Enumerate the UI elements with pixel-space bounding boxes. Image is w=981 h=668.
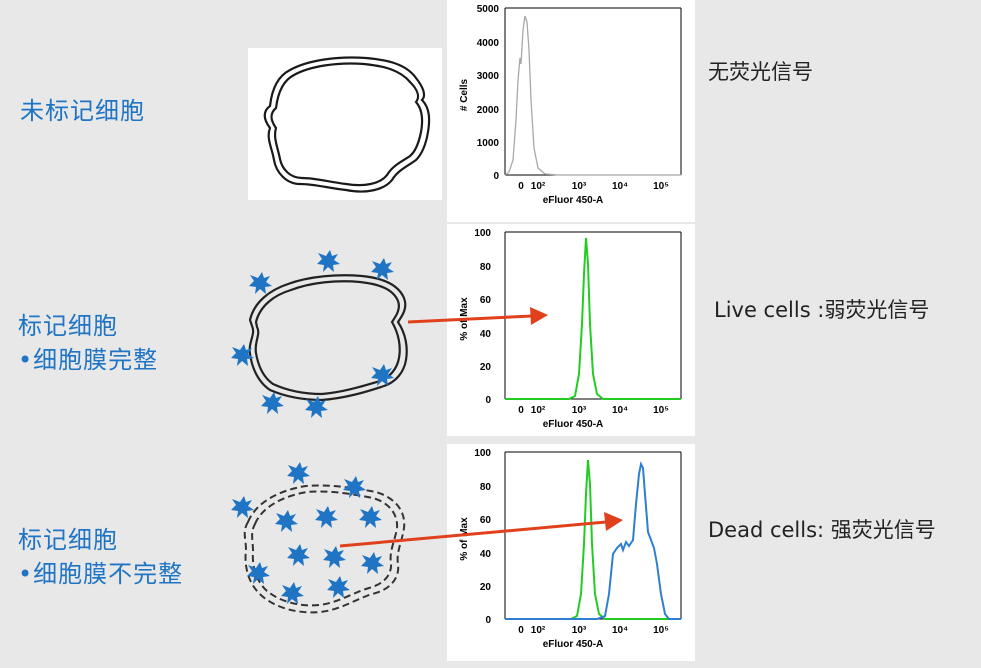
x-tick-label: 10² (531, 625, 546, 636)
cell-membrane-drawing (263, 56, 431, 193)
histogram-unstained: 0 1000 2000 3000 4000 5000 # Cells 0 10²… (447, 0, 695, 222)
live-cells-histogram-curve (505, 237, 681, 400)
x-tick-label: 10⁴ (612, 181, 628, 192)
result-live-cells: Live cells :弱荧光信号 (714, 298, 930, 322)
x-tick-label: 10² (531, 181, 546, 192)
x-tick-label: 10³ (572, 405, 587, 416)
y-tick-label: 2000 (477, 105, 500, 116)
y-tick-label: 60 (480, 295, 492, 306)
y-tick-label: 60 (480, 515, 492, 526)
x-axis-label: eFluor 450-A (543, 419, 604, 430)
x-tick-label: 0 (518, 405, 524, 416)
unstained-cell-image (248, 48, 442, 200)
histogram-dead-cells: 0 20 40 60 80 100 % of Max 0 10² 10³ 10⁴… (447, 444, 695, 661)
label-line: •细胞膜不完整 (18, 560, 184, 588)
y-tick-label: 80 (480, 482, 492, 493)
label-unstained-cells: 未标记细胞 (20, 94, 145, 128)
dye-particles (231, 250, 394, 418)
x-tick-label: 10⁴ (612, 625, 628, 636)
x-tick-label: 0 (518, 625, 524, 636)
y-tick-label: 20 (480, 362, 492, 373)
x-tick-label: 0 (518, 181, 524, 192)
y-tick-label: 0 (485, 395, 491, 406)
x-tick-label: 10² (531, 405, 546, 416)
dead-cells-histogram-curve (505, 460, 681, 620)
histogram-live-cells: 0 20 40 60 80 100 % of Max 0 10² 10³ 10⁴… (447, 224, 695, 436)
y-tick-label: 3000 (477, 71, 500, 82)
x-tick-label: 10⁵ (653, 181, 669, 192)
stained-intact-cell-image (230, 250, 430, 420)
label-stained-intact: 标记细胞 •细胞膜完整 (18, 309, 158, 377)
label-line: •细胞膜完整 (18, 346, 159, 374)
label-line: 未标记细胞 (20, 97, 145, 125)
x-tick-label: 10⁴ (612, 405, 628, 416)
damaged-cell-drawing (231, 462, 406, 614)
y-axis-label: % of Max (459, 517, 470, 561)
y-tick-label: 20 (480, 582, 492, 593)
x-tick-label: 10³ (572, 181, 587, 192)
y-tick-label: 80 (480, 262, 492, 273)
y-tick-label: 40 (480, 549, 492, 560)
y-tick-label: 0 (485, 615, 491, 626)
y-tick-label: 5000 (477, 4, 500, 15)
x-axis-label: eFluor 450-A (543, 195, 604, 206)
x-axis-label: eFluor 450-A (543, 639, 604, 650)
y-tick-label: 1000 (477, 138, 500, 149)
x-tick-label: 10³ (572, 625, 587, 636)
x-tick-label: 10⁵ (653, 625, 669, 636)
result-unstained: 无荧光信号 (708, 60, 813, 84)
y-tick-label: 100 (474, 228, 491, 239)
y-tick-label: 100 (474, 448, 491, 459)
x-tick-label: 10⁵ (653, 405, 669, 416)
y-tick-label: 4000 (477, 38, 500, 49)
y-axis-label: # Cells (459, 78, 470, 111)
label-line: 标记细胞 (18, 526, 118, 554)
result-dead-cells: Dead cells: 强荧光信号 (708, 518, 936, 542)
label-line: 标记细胞 (18, 312, 118, 340)
intact-cell-drawing (231, 250, 408, 418)
dead-cells-live-peak-curve (505, 459, 681, 620)
y-tick-label: 40 (480, 329, 492, 340)
stained-damaged-cell-image (226, 462, 426, 627)
unstained-histogram-curve (504, 15, 681, 176)
label-stained-damaged: 标记细胞 •细胞膜不完整 (18, 523, 183, 591)
dye-particles (231, 462, 384, 604)
y-axis-label: % of Max (459, 297, 470, 341)
y-tick-label: 0 (493, 171, 499, 182)
